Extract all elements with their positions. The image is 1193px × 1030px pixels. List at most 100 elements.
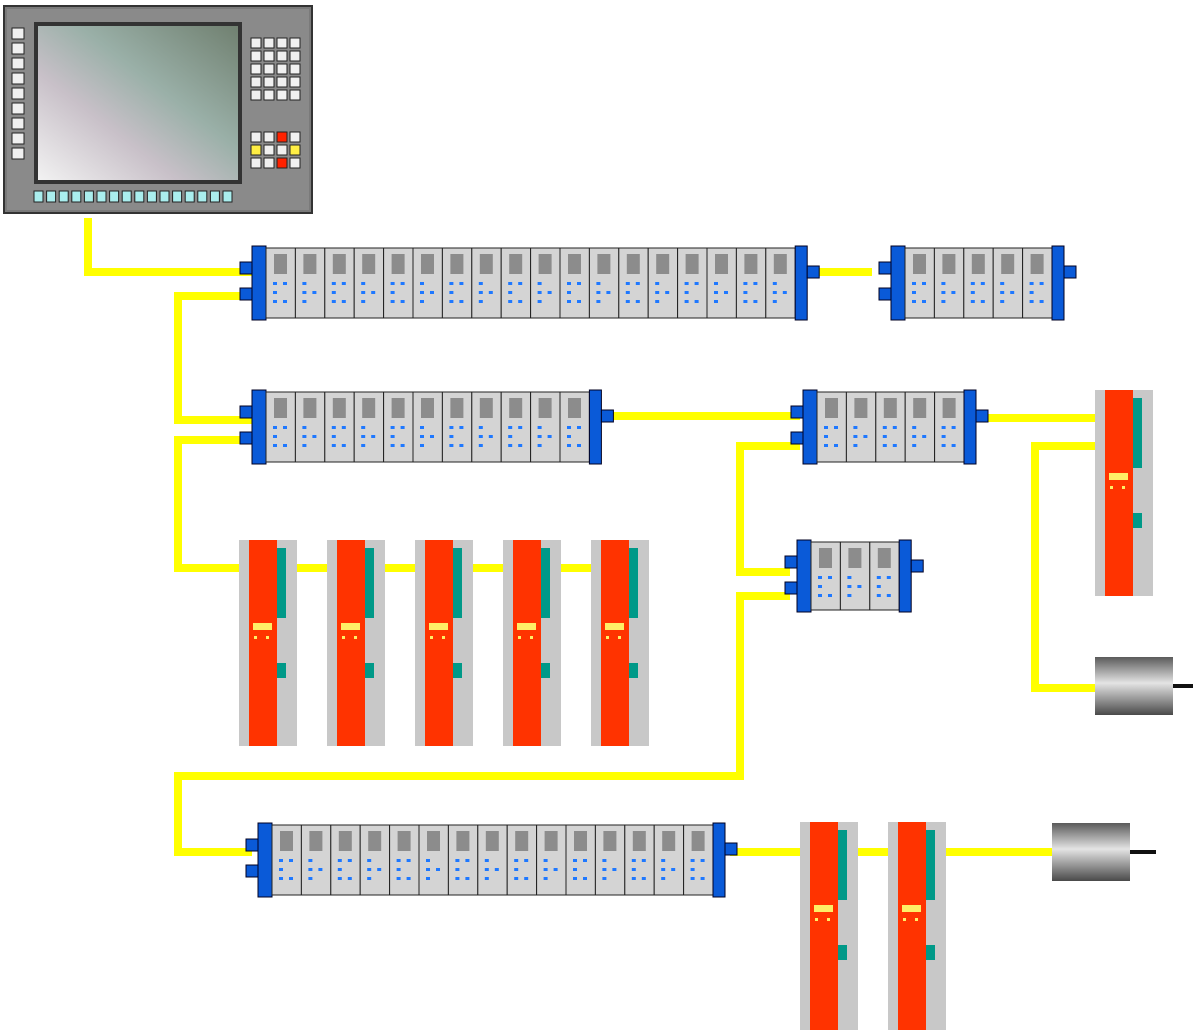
io-led xyxy=(602,859,607,862)
drive-front xyxy=(1105,390,1133,596)
io-led xyxy=(308,868,313,871)
io-terminal-window xyxy=(274,254,287,274)
io-led xyxy=(312,291,317,294)
io-terminal-window xyxy=(332,398,346,418)
io-terminal-window xyxy=(942,254,956,274)
panel-key xyxy=(250,89,262,101)
io-led xyxy=(828,576,832,579)
io-led xyxy=(602,877,607,880)
io-terminal-window xyxy=(509,398,523,418)
io-led xyxy=(361,435,366,438)
panel-function-key xyxy=(109,190,120,203)
io-led xyxy=(455,859,460,862)
drive-led xyxy=(827,918,830,921)
panel-function-key xyxy=(33,190,44,203)
io-led xyxy=(567,300,571,303)
bus-coupler-station xyxy=(790,389,989,465)
io-led xyxy=(573,877,577,880)
io-led xyxy=(514,868,519,871)
io-led xyxy=(922,282,926,285)
io-led xyxy=(655,291,660,294)
io-terminal-window xyxy=(538,398,552,418)
io-terminal-window xyxy=(662,831,676,851)
io-led xyxy=(690,859,695,862)
io-led xyxy=(847,576,852,579)
panel-key xyxy=(276,131,288,143)
io-led xyxy=(459,300,464,303)
io-led xyxy=(882,426,887,429)
io-led xyxy=(635,282,640,285)
io-led xyxy=(537,444,542,447)
panel-function-key xyxy=(146,190,157,203)
io-led xyxy=(341,300,346,303)
io-led xyxy=(1000,300,1005,303)
io-terminal-window xyxy=(854,398,868,418)
io-led xyxy=(455,868,460,871)
panel-key xyxy=(276,144,288,156)
io-led xyxy=(912,426,917,429)
io-terminal-window xyxy=(332,254,346,274)
drive-front xyxy=(337,540,365,746)
io-terminal-window xyxy=(338,831,352,851)
panel-side-key xyxy=(11,72,25,85)
io-led xyxy=(1000,291,1005,294)
io-led xyxy=(396,877,401,880)
io-led xyxy=(661,859,666,862)
panel-function-key xyxy=(184,190,195,203)
io-terminal-window xyxy=(597,254,611,274)
end-connector xyxy=(600,409,614,423)
io-led xyxy=(700,877,705,880)
panel-key xyxy=(289,76,301,88)
drive-connector-upper xyxy=(365,548,374,618)
end-terminal xyxy=(712,822,726,898)
drive-display xyxy=(341,623,360,630)
io-led xyxy=(567,426,571,429)
io-led xyxy=(459,426,464,429)
io-led xyxy=(302,435,307,438)
io-led xyxy=(606,291,611,294)
bus-coupler xyxy=(796,539,812,613)
io-led xyxy=(331,300,336,303)
io-terminal-window xyxy=(971,254,985,274)
bus-coupler xyxy=(251,389,267,465)
io-led xyxy=(302,444,307,447)
io-led xyxy=(665,291,670,294)
io-led xyxy=(577,426,581,429)
io-led xyxy=(714,300,718,303)
io-led xyxy=(690,877,695,880)
io-led xyxy=(892,444,897,447)
io-led xyxy=(853,435,858,438)
servo-drive-icon xyxy=(415,540,473,746)
io-led xyxy=(882,435,887,438)
io-terminal xyxy=(904,247,935,319)
motor-icon xyxy=(1052,823,1156,881)
io-led xyxy=(853,426,858,429)
drive-display xyxy=(429,623,448,630)
end-terminal xyxy=(963,389,977,465)
io-led xyxy=(337,877,342,880)
io-led xyxy=(396,859,401,862)
io-led xyxy=(426,868,430,871)
drive-display xyxy=(517,623,536,630)
panel-function-key xyxy=(159,190,170,203)
io-led xyxy=(753,282,758,285)
io-led xyxy=(449,282,454,285)
io-terminal-window xyxy=(368,831,382,851)
io-led xyxy=(641,859,646,862)
drive-connector-lower xyxy=(926,945,935,960)
io-terminal-window xyxy=(883,398,897,418)
io-led xyxy=(537,282,542,285)
io-led xyxy=(273,291,277,294)
io-led xyxy=(922,300,926,303)
io-led xyxy=(970,291,975,294)
io-led xyxy=(459,444,464,447)
io-terminal-window xyxy=(568,254,581,274)
bus-in-connector xyxy=(878,261,892,275)
io-led xyxy=(684,282,689,285)
io-led xyxy=(484,868,489,871)
io-led xyxy=(912,300,916,303)
io-led xyxy=(631,877,636,880)
drive-connector-upper xyxy=(541,548,550,618)
io-led xyxy=(367,868,372,871)
panel-key xyxy=(250,63,262,75)
